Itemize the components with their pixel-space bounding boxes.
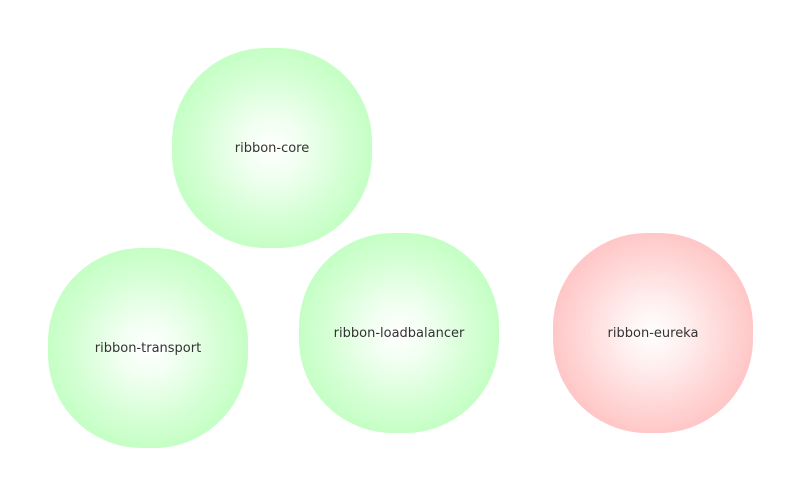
node-ribbon-core[interactable]: ribbon-core (172, 48, 372, 248)
node-ribbon-loadbalancer[interactable]: ribbon-loadbalancer (299, 233, 499, 433)
node-ribbon-eureka[interactable]: ribbon-eureka (553, 233, 753, 433)
node-label: ribbon-loadbalancer (333, 325, 465, 341)
node-label: ribbon-transport (94, 340, 202, 356)
node-label: ribbon-eureka (607, 325, 699, 341)
node-ribbon-transport[interactable]: ribbon-transport (48, 248, 248, 448)
node-label: ribbon-core (234, 140, 310, 156)
